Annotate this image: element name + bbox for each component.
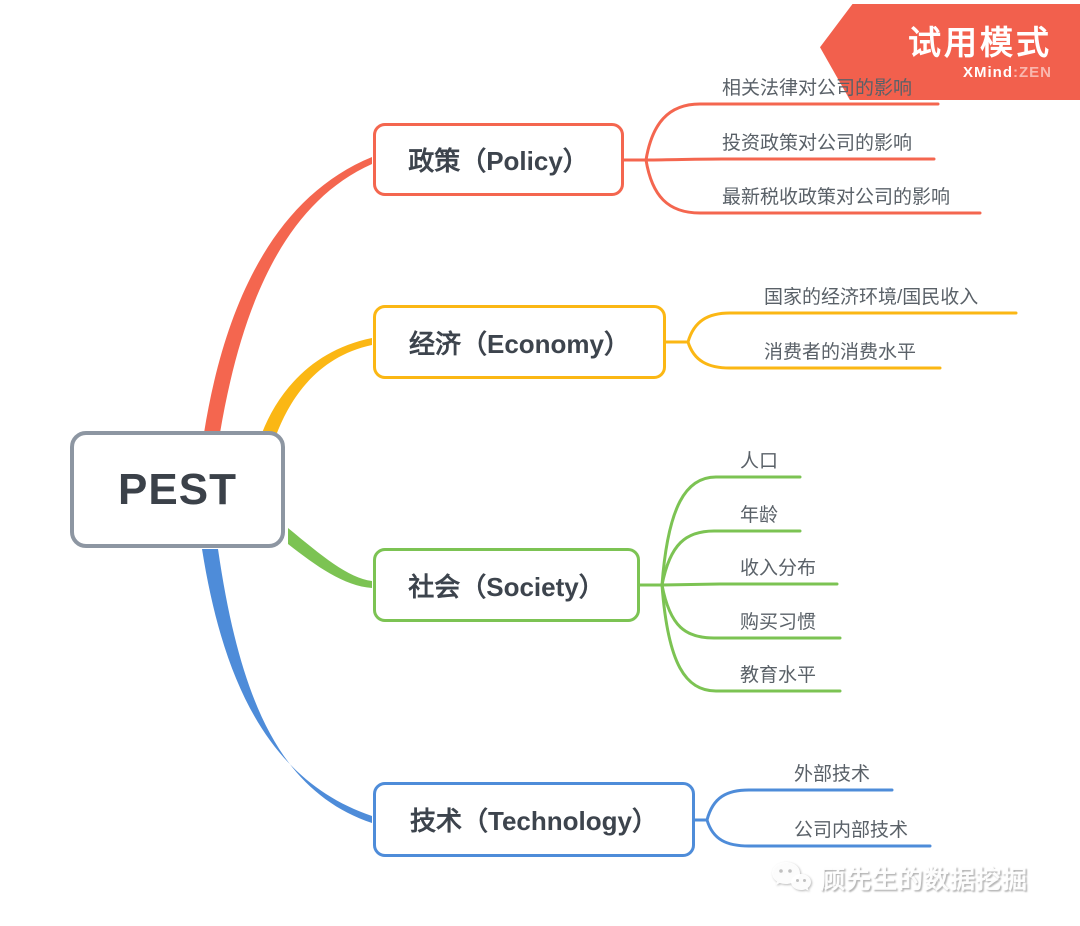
topic-policy[interactable]: 政策（Policy） xyxy=(373,123,624,196)
root-topic-pest[interactable]: PEST xyxy=(70,431,285,548)
subtopic-policy-investment[interactable]: 投资政策对公司的影响 xyxy=(722,133,913,154)
topic-policy-label: 政策（Policy） xyxy=(408,146,589,176)
root-topic-label: PEST xyxy=(118,464,237,514)
subtopic-policy-tax[interactable]: 最新税收政策对公司的影响 xyxy=(722,187,951,208)
watermark-text: 顾先生的数据挖掘 xyxy=(820,866,1029,894)
topic-society[interactable]: 社会（Society） xyxy=(373,548,640,622)
trial-mode-badge[interactable]: 试用模式 XMind:ZEN xyxy=(820,4,1080,100)
topic-economy[interactable]: 经济（Economy） xyxy=(373,305,666,379)
subtopic-tech-internal[interactable]: 公司内部技术 xyxy=(794,820,909,841)
subtopic-society-income[interactable]: 收入分布 xyxy=(740,558,817,579)
xmind-brand-text: XMind xyxy=(963,63,1013,81)
subtopic-society-buying[interactable]: 购买习惯 xyxy=(740,612,817,633)
trial-mode-label: 试用模式 xyxy=(908,23,1052,61)
subtopic-society-age[interactable]: 年龄 xyxy=(740,505,779,526)
subtopic-policy-laws[interactable]: 相关法律对公司的影响 xyxy=(722,78,913,99)
topic-technology[interactable]: 技术（Technology） xyxy=(373,782,695,857)
subtopic-society-population[interactable]: 人口 xyxy=(740,451,779,472)
topic-technology-label: 技术（Technology） xyxy=(410,806,658,836)
subtopic-society-education[interactable]: 教育水平 xyxy=(740,665,817,686)
wechat-icon xyxy=(772,862,811,891)
watermark: 顾先生的数据挖掘 xyxy=(770,860,1028,896)
branch-economy-curve xyxy=(262,338,372,433)
branch-technology-curve xyxy=(202,549,372,823)
subtopic-economy-national[interactable]: 国家的经济环境/国民收入 xyxy=(764,287,979,308)
topic-society-label: 社会（Society） xyxy=(408,571,605,602)
xmind-zen-logo: XMind:ZEN xyxy=(963,64,1052,81)
zen-brand-text: :ZEN xyxy=(1013,63,1052,81)
branch-society-curve xyxy=(288,528,372,588)
branch-policy-curve xyxy=(204,157,372,433)
subtopic-economy-consumer[interactable]: 消费者的消费水平 xyxy=(764,342,917,363)
subtopic-tech-external[interactable]: 外部技术 xyxy=(794,764,871,785)
topic-economy-label: 经济（Economy） xyxy=(408,328,631,359)
